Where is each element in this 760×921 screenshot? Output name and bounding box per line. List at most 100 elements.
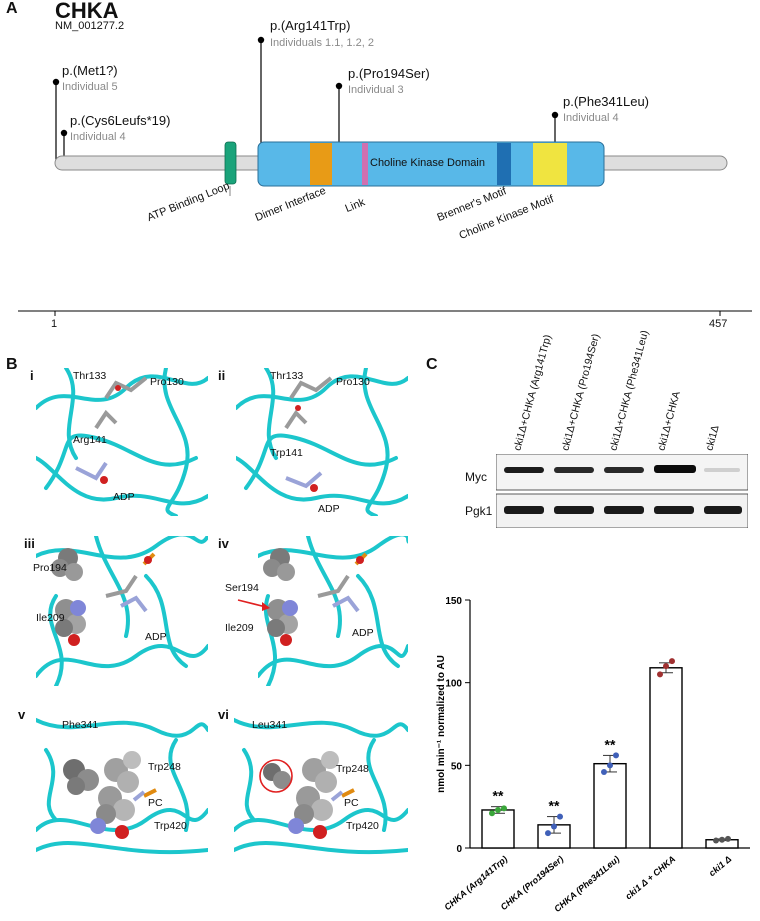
data-point-2-2 <box>613 752 619 759</box>
variant-individuals-cys6: Individual 4 <box>70 131 126 143</box>
pgk1-band-5 <box>704 506 742 514</box>
structure-v-image <box>36 710 208 860</box>
blot-lane-label-4: cki1Δ+CHKA <box>655 389 683 452</box>
data-point-3-1 <box>663 663 669 670</box>
domain-label: Choline Kinase Domain <box>370 157 485 169</box>
data-point-4-0 <box>713 837 719 844</box>
data-point-0-1 <box>495 806 501 813</box>
variant-dot-phe341 <box>551 111 559 119</box>
axis-start-label: 1 <box>51 318 58 330</box>
label-pc-v: PC <box>148 797 163 809</box>
western-blot <box>496 454 748 528</box>
myc-band-2 <box>554 467 594 473</box>
significance-marker-1: ** <box>549 798 560 814</box>
choline-kinase-domain-block <box>257 141 605 187</box>
significance-marker-2: ** <box>605 736 616 752</box>
label-trp141-ii: Trp141 <box>270 447 303 459</box>
data-point-4-1 <box>719 836 725 843</box>
choline-kinase-motif-block <box>533 143 567 185</box>
label-trp420-vi: Trp420 <box>346 820 379 832</box>
y-tick-label-2: 100 <box>445 679 462 690</box>
variant-label-phe341: p.(Phe341Leu) <box>563 94 650 109</box>
variant-dot-pro194 <box>335 82 343 90</box>
brenners-motif-block <box>497 143 511 185</box>
variant-label-pro194: p.(Pro194Ser) <box>348 66 430 81</box>
label-adp-iv: ADP <box>352 627 374 639</box>
variant-dot-met1 <box>52 78 60 86</box>
bar-3 <box>649 667 683 849</box>
blot-row-label-myc: Myc <box>465 470 487 484</box>
variant-dot-cys6 <box>60 129 68 137</box>
category-label-4: cki1 Δ <box>707 854 733 878</box>
structure-iv-label: iv <box>218 536 229 551</box>
category-label-3: cki1 Δ + CHKA <box>623 854 677 902</box>
data-point-3-2 <box>669 658 675 665</box>
label-adp-iii: ADP <box>145 631 167 643</box>
structure-iii-image <box>36 536 208 686</box>
data-point-1-1 <box>551 823 557 830</box>
label-trp248-vi: Trp248 <box>336 763 369 775</box>
label-arg141-i: Arg141 <box>73 434 107 446</box>
blot-lane-label-2: cki1Δ+CHKA (Pro194Ser) <box>559 332 603 452</box>
arrow-icon <box>237 599 270 611</box>
structure-iii-label: iii <box>24 536 35 551</box>
label-leu341-vi: Leu341 <box>252 719 288 731</box>
blot-lane-label-5: cki1Δ <box>703 424 722 452</box>
label-ser194-iv: Ser194 <box>225 582 259 594</box>
protein-schematic <box>18 36 752 316</box>
bar-0 <box>481 809 515 849</box>
data-point-3-0 <box>657 671 663 678</box>
data-point-0-0 <box>489 810 495 817</box>
pgk1-band-2 <box>554 506 594 514</box>
structure-ii-label: ii <box>218 368 226 383</box>
dimer-interface-block <box>310 143 332 185</box>
pgk1-band-1 <box>504 506 544 514</box>
structure-iv-image <box>258 536 408 686</box>
variant-individuals-pro194: Individual 3 <box>348 84 404 96</box>
y-axis-label: nmol min⁻¹ normalized to AU <box>436 655 447 793</box>
structure-i-label: i <box>30 368 34 383</box>
structure-v-label: v <box>18 707 26 722</box>
structure-i-image <box>36 368 208 516</box>
y-tick-label-3: 150 <box>445 596 462 607</box>
blot-lane-label-3: cki1Δ+CHKA (Phe341Leu) <box>607 329 652 452</box>
label-ile209-iii: Ile209 <box>36 612 65 624</box>
axis-end-label: 457 <box>709 318 728 330</box>
variant-label-met1: p.(Met1?) <box>62 63 118 78</box>
label-adp-i: ADP <box>113 491 135 503</box>
variant-individuals-arg141: Individuals 1.1, 1.2, 2 <box>270 37 374 49</box>
data-point-0-2 <box>501 805 507 812</box>
gene-title: CHKA <box>55 0 119 23</box>
label-thr133-i: Thr133 <box>73 370 107 382</box>
panel-c-letter: C <box>426 356 438 373</box>
label-phe341-v: Phe341 <box>62 719 99 731</box>
label-pc-vi: PC <box>344 797 359 809</box>
variant-individuals-met1: Individual 5 <box>62 81 118 93</box>
structure-vi-label: vi <box>218 707 229 722</box>
data-point-4-2 <box>725 835 731 842</box>
atp-binding-loop-block <box>224 141 237 185</box>
data-point-2-0 <box>601 768 607 775</box>
blot-row-label-pgk1: Pgk1 <box>465 504 493 518</box>
significance-marker-0: ** <box>493 788 504 804</box>
pgk1-band-3 <box>604 506 644 514</box>
label-trp248-v: Trp248 <box>148 761 181 773</box>
label-thr133-ii: Thr133 <box>270 370 304 382</box>
link-block <box>362 143 368 185</box>
bar-2 <box>593 762 627 849</box>
structure-ii-image <box>236 368 408 516</box>
label-ile209-iv: Ile209 <box>225 622 254 634</box>
label-adp-ii: ADP <box>318 503 340 515</box>
label-pro130-ii: Pro130 <box>336 376 370 388</box>
y-tick-label-1: 50 <box>451 761 463 772</box>
pgk1-band-4 <box>654 506 694 514</box>
myc-band-3 <box>604 467 644 473</box>
label-trp420-v: Trp420 <box>154 820 187 832</box>
accession-number: NM_001277.2 <box>55 20 125 32</box>
myc-band-5 <box>704 468 740 472</box>
variant-individuals-phe341: Individual 4 <box>563 112 619 124</box>
data-point-1-2 <box>557 813 563 820</box>
data-point-2-1 <box>607 762 613 769</box>
variant-label-arg141: p.(Arg141Trp) <box>270 18 351 33</box>
